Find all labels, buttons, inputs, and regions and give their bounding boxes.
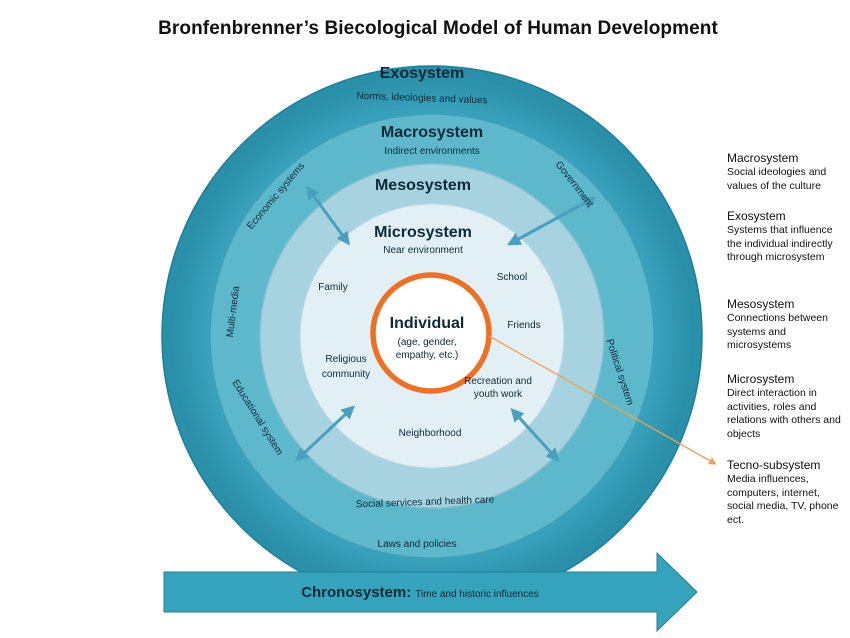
legend-text: Social ideologies and values of the cult… bbox=[727, 166, 827, 192]
legend-heading: Mesosystem bbox=[727, 297, 795, 311]
religious-label-2: community bbox=[322, 369, 370, 380]
legend-text: Direct interaction in activities, roles … bbox=[727, 387, 841, 440]
school-label: School bbox=[497, 272, 528, 283]
arrow-lower-right bbox=[510, 408, 560, 462]
individual-label: Individual bbox=[390, 315, 465, 332]
religious-label-1: Religious bbox=[325, 354, 366, 365]
exosystem-subtitle: Norms, ideologies and values bbox=[356, 91, 487, 107]
arrow-upper-right bbox=[507, 196, 596, 246]
legend-heading: Macrosystem bbox=[727, 151, 799, 165]
friends-label: Friends bbox=[507, 320, 540, 331]
individual-circle bbox=[370, 272, 492, 394]
diagram-title: Bronfenbrenner’s Biecological Model of H… bbox=[158, 18, 718, 39]
chronosystem-text: Chronosystem: Time and historic influence… bbox=[301, 584, 539, 601]
legend-exosystem: Exosystem Systems that influence the ind… bbox=[727, 208, 845, 265]
legend-text: Connections between systems and microsys… bbox=[727, 312, 828, 351]
legend-macrosystem: Macrosystem Social ideologies and values… bbox=[727, 150, 845, 193]
legend-tecno-subsystem: Tecno-subsystem Media influences, comput… bbox=[727, 457, 845, 527]
arrow-upper-left bbox=[306, 185, 350, 246]
legend-mesosystem: Mesosystem Connections between systems a… bbox=[727, 296, 845, 353]
social-services-label: Social services and health care bbox=[356, 495, 495, 511]
techno-subsystem-pointer bbox=[488, 335, 717, 465]
family-label: Family bbox=[318, 282, 347, 293]
legend-heading: Tecno-subsystem bbox=[727, 458, 821, 472]
mesosystem-label: Mesosystem bbox=[375, 177, 471, 194]
legend-heading: Microsystem bbox=[727, 372, 795, 386]
legend-text: Systems that influence the individual in… bbox=[727, 224, 833, 263]
recreation-label-1: Recreation and bbox=[464, 376, 532, 387]
recreation-label-2: youth work bbox=[474, 389, 523, 400]
chronosystem-description: Time and historic influences bbox=[415, 589, 539, 600]
chronosystem-arrow bbox=[163, 551, 698, 633]
legend-heading: Exosystem bbox=[727, 209, 786, 223]
microsystem-subtitle: Near environment bbox=[383, 245, 463, 256]
macrosystem-subtitle: Indirect environments bbox=[384, 146, 480, 157]
microsystem-label: Microsystem bbox=[374, 224, 472, 241]
arrow-lower-left bbox=[295, 405, 355, 462]
individual-details-1: (age, gender, bbox=[398, 337, 457, 348]
exosystem-label: Exosystem bbox=[380, 65, 465, 82]
individual-details-2: empathy, etc.) bbox=[396, 350, 459, 361]
chronosystem-label: Chronosystem: bbox=[301, 584, 411, 601]
neighborhood-label: Neighborhood bbox=[399, 428, 462, 439]
legend-microsystem: Microsystem Direct interaction in activi… bbox=[727, 371, 845, 441]
macrosystem-label: Macrosystem bbox=[381, 124, 483, 141]
laws-policies-label: Laws and policies bbox=[378, 539, 457, 550]
legend-text: Media influences, computers, internet, s… bbox=[727, 473, 839, 526]
